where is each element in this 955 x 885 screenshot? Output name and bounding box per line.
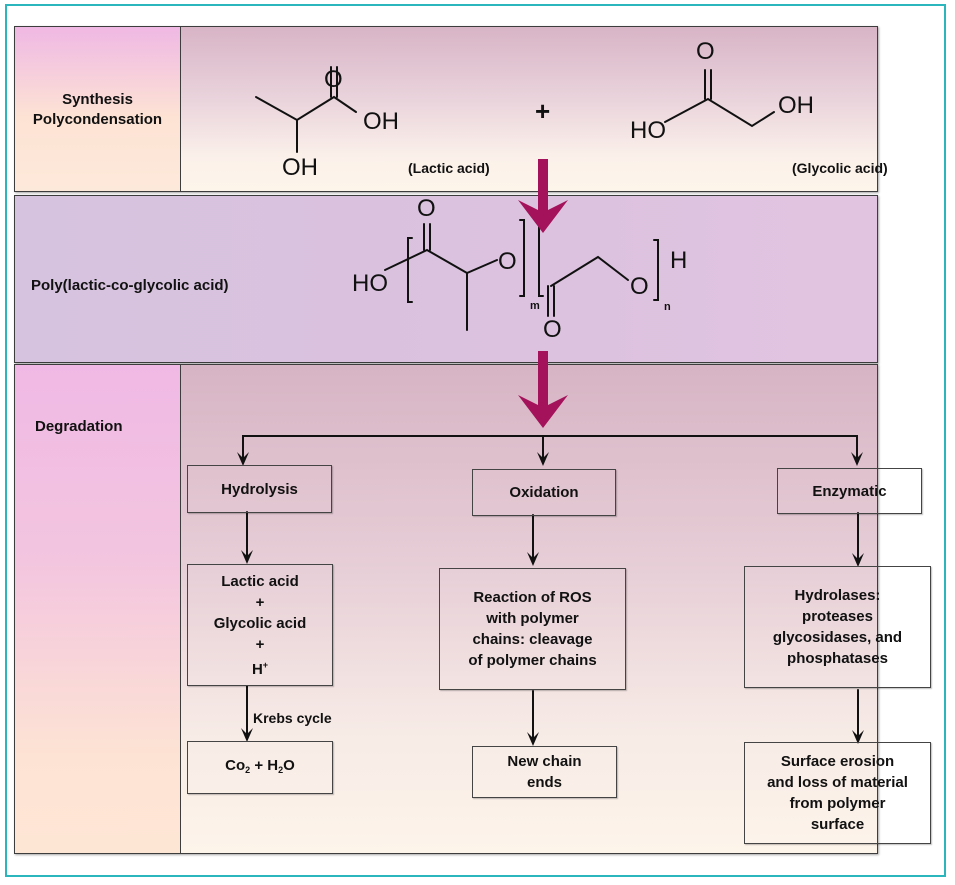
glycolic-acid-caption: (Glycolic acid) [792, 160, 888, 176]
ros-line: with polymer [486, 610, 579, 627]
polymer-o-carbonyl-bottom: O [543, 316, 562, 343]
formula-plus-h: + H [250, 756, 279, 774]
hydrolases-box: Hydrolases: proteases glycosidases, and … [744, 566, 931, 688]
co2-h2o-box: Co2 + H2O [187, 741, 333, 794]
product-line: Glycolic acid [213, 614, 307, 632]
surface-erosion-box: Surface erosion and loss of material fro… [744, 742, 931, 844]
polymer-subscript-m: m [530, 300, 540, 312]
polymer-subscript-n: n [664, 301, 671, 313]
formula-sub: 2 [278, 764, 284, 775]
erosion-line: from polymer [789, 795, 886, 812]
erosion-line: and loss of material [767, 774, 908, 791]
product-line: + [255, 593, 265, 611]
oxidation-title: Oxidation [509, 484, 579, 501]
ros-line: chains: cleavage [472, 631, 593, 648]
formula-o: O [283, 756, 295, 774]
lactic-o-top: O [324, 66, 343, 93]
erosion-line: Surface erosion [780, 753, 895, 770]
lactic-oh-right: OH [363, 108, 399, 135]
polymer-o-ester-2: O [630, 273, 649, 300]
glycolic-oh-right: OH [778, 92, 814, 119]
glycolic-ho-left: HO [630, 117, 666, 144]
formula-sub: 2 [245, 764, 251, 775]
krebs-cycle-label: Krebs cycle [253, 710, 332, 726]
chain-ends-line: New chain [507, 753, 582, 770]
new-chain-ends-box: New chain ends [472, 746, 617, 798]
polymer-o-ester-1: O [498, 248, 517, 275]
lactic-acid-caption: (Lactic acid) [408, 160, 490, 176]
synthesis-label-line2: Polycondensation [32, 111, 163, 128]
polymer-ho: HO [352, 270, 388, 297]
hydrolases-line: proteases [802, 608, 873, 625]
polymer-o-carbonyl-top: O [417, 195, 436, 222]
synthesis-label-line1: Synthesis [62, 91, 133, 108]
hydrolysis-box: Hydrolysis [187, 465, 332, 513]
glycolic-o-top: O [696, 38, 715, 65]
hydrolases-line: Hydrolases: [794, 587, 881, 604]
h-superscript: + [262, 659, 269, 670]
enzymatic-box: Enzymatic [777, 468, 922, 514]
hydrolases-line: glycosidases, and [772, 629, 903, 646]
hydrolysis-title: Hydrolysis [221, 480, 298, 498]
enzymatic-title: Enzymatic [812, 482, 887, 500]
formula-co: Co [225, 756, 246, 774]
hydrolysis-products-box: Lactic acid + Glycolic acid + H+ [187, 564, 333, 686]
polymer-row: Poly(lactic-co-glycolic acid) [14, 195, 878, 363]
product-line: Lactic acid [221, 572, 299, 590]
plus-sign: + [535, 96, 551, 126]
degradation-label: Degradation [35, 418, 123, 435]
ros-line: of polymer chains [468, 652, 597, 669]
synthesis-label-cell: Synthesis Polycondensation [15, 27, 181, 191]
polymer-h-end: H [670, 247, 688, 274]
ros-line: Reaction of ROS [473, 589, 592, 606]
hydrolases-line: phosphatases [787, 650, 888, 667]
product-line-h-plus: H+ [214, 655, 307, 680]
lactic-oh-bottom: OH [282, 154, 318, 181]
h-symbol: H [251, 660, 263, 678]
polymer-label: Poly(lactic-co-glycolic acid) [31, 277, 229, 294]
synthesis-label: Synthesis Polycondensation [15, 90, 180, 130]
ros-reaction-box: Reaction of ROS with polymer chains: cle… [439, 568, 626, 690]
degradation-label-cell: Degradation [15, 365, 181, 853]
erosion-line: surface [810, 816, 865, 833]
co2-h2o-formula: Co2 + H2O [225, 755, 295, 781]
oxidation-box: Oxidation [472, 469, 616, 516]
chain-ends-line: ends [526, 774, 562, 791]
product-line: + [255, 635, 265, 653]
